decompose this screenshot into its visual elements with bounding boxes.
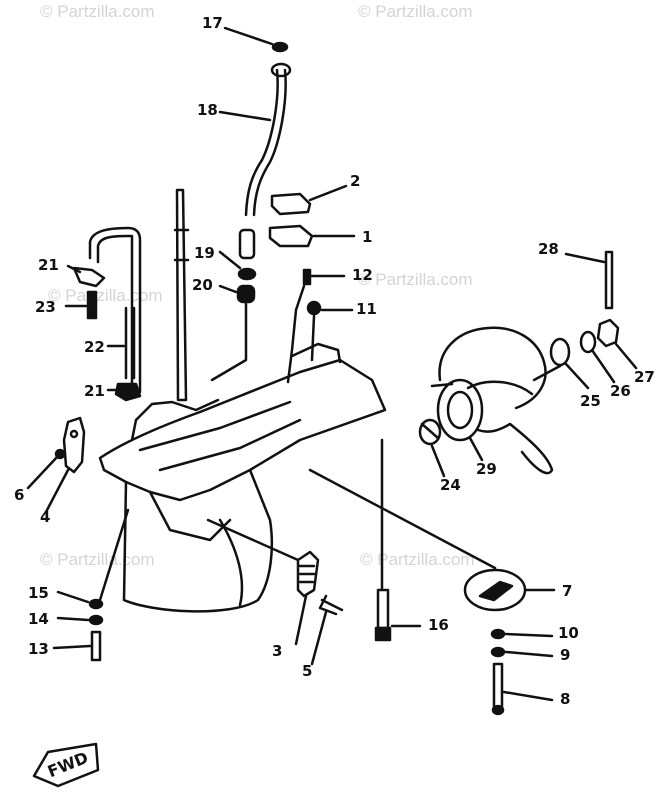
bolt-16 [376,588,390,630]
bolt-23 [86,290,98,320]
anode-3 [296,550,320,598]
guide-2 [270,192,312,216]
shift-rod-22 [124,306,136,380]
callout-12: 12 [352,266,373,284]
callout-25: 25 [580,392,601,410]
callout-15: 15 [28,584,49,602]
screw-5 [318,594,344,616]
bolt-13 [90,630,102,662]
propeller-29 [430,326,554,475]
callout-18: 18 [197,101,218,119]
callout-20: 20 [192,276,213,294]
plug-11 [306,300,322,316]
callout-26: 26 [610,382,631,400]
spacer-24 [418,418,442,446]
callout-6: 6 [14,486,25,504]
callout-22: 22 [84,338,105,356]
callout-4: 4 [40,508,51,526]
washer-14 [88,614,104,626]
callout-11: 11 [356,300,377,318]
callout-8: 8 [560,690,571,708]
housing-skeg [122,468,274,613]
callout-29: 29 [476,460,497,478]
callout-21-upper: 21 [38,256,59,274]
callout-9: 9 [560,646,571,664]
seal-19 [237,267,257,281]
callout-14: 14 [28,610,49,628]
callout-24: 24 [440,476,461,494]
washer-9 [490,646,506,658]
washer-10 [490,628,506,640]
water-tube [244,68,279,217]
nut-27 [596,318,620,348]
callout-23: 23 [35,298,56,316]
pin-12 [302,268,312,286]
drive-shaft [175,188,188,402]
callout-5: 5 [302,662,313,680]
shift-rod-guide [88,226,142,394]
cotter-pin-28 [604,250,614,310]
plate-4 [62,416,86,474]
washer-15 [88,598,104,610]
callout-28: 28 [538,240,559,258]
bolt-8 [492,662,504,710]
callout-3: 3 [272,642,283,660]
guide-1 [268,224,314,248]
washer-26 [579,330,597,354]
washer-25 [549,337,571,367]
callout-1: 1 [362,228,373,246]
tube-seal [238,228,256,260]
grommet-17 [271,41,289,53]
callout-27: 27 [634,368,655,386]
callout-7: 7 [562,582,573,600]
callout-21-lower: 21 [84,382,105,400]
lower-unit-housing [98,358,387,502]
callout-17: 17 [202,14,223,32]
callout-19: 19 [194,244,215,262]
grommet [270,62,292,78]
callout-10: 10 [558,624,579,642]
callout-13: 13 [28,640,49,658]
forward-arrow-icon [32,742,100,788]
callout-2: 2 [350,172,361,190]
callout-16: 16 [428,616,449,634]
seal-20 [236,284,256,304]
